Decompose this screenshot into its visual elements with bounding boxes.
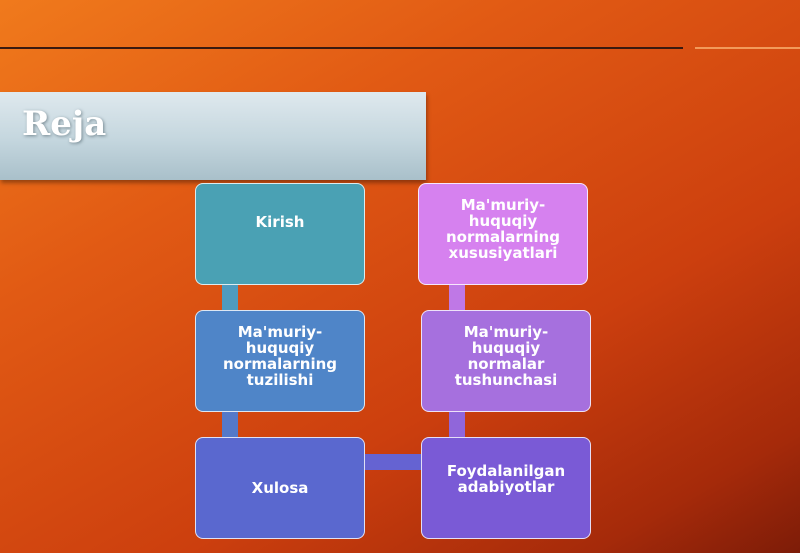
connector-tushunchasi-xususiyatlari bbox=[449, 284, 465, 312]
connector-tuzilishi-xulosa bbox=[222, 411, 238, 439]
slide-title: Reja bbox=[22, 104, 107, 144]
title-bar bbox=[0, 92, 426, 180]
node-xususiyatlari-label: Ma'muriy- huquqiy normalarning xususiyat… bbox=[445, 196, 561, 262]
node-tushunchasi-label: Ma'muriy- huquqiy normalar tushunchasi bbox=[454, 323, 558, 389]
header-rule-accent bbox=[695, 47, 800, 49]
node-kirish: Kirish bbox=[195, 183, 365, 285]
connector-xulosa-adabiyotlar bbox=[364, 454, 422, 470]
connector-adabiyotlar-tushunchasi bbox=[449, 411, 465, 439]
node-xususiyatlari: Ma'muriy- huquqiy normalarning xususiyat… bbox=[418, 183, 588, 285]
node-xulosa-label: Xulosa bbox=[251, 479, 309, 497]
header-rule bbox=[0, 47, 683, 49]
node-tushunchasi: Ma'muriy- huquqiy normalar tushunchasi bbox=[421, 310, 591, 412]
connector-kirish-tuzilishi bbox=[222, 284, 238, 312]
node-adabiyotlar: Foydalanilgan adabiyotlar bbox=[421, 437, 591, 539]
node-xulosa: Xulosa bbox=[195, 437, 365, 539]
node-tuzilishi: Ma'muriy- huquqiy normalarning tuzilishi bbox=[195, 310, 365, 412]
node-adabiyotlar-label: Foydalanilgan adabiyotlar bbox=[446, 462, 566, 496]
node-tuzilishi-label: Ma'muriy- huquqiy normalarning tuzilishi bbox=[222, 323, 338, 389]
node-kirish-label: Kirish bbox=[255, 213, 305, 231]
